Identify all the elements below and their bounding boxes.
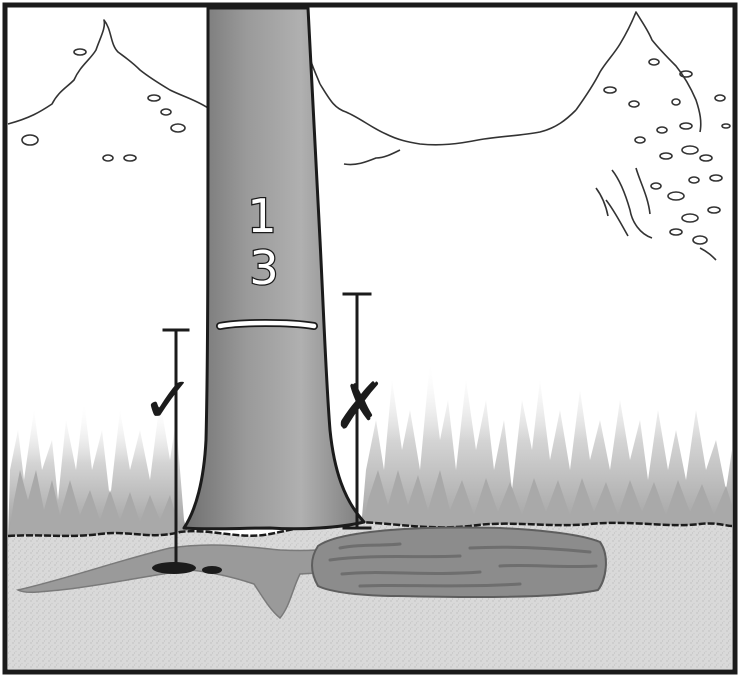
check-mark-icon: ✓ (141, 364, 195, 438)
trunk-fraction-label: 1 3 (247, 189, 278, 295)
footprint-mark (202, 566, 222, 574)
correct-pole-base (152, 562, 196, 574)
fraction-numerator: 1 (247, 189, 276, 243)
cross-mark-icon: ✗ (333, 370, 387, 444)
fraction-denominator: 3 (249, 241, 278, 295)
fallen-log (312, 528, 606, 598)
